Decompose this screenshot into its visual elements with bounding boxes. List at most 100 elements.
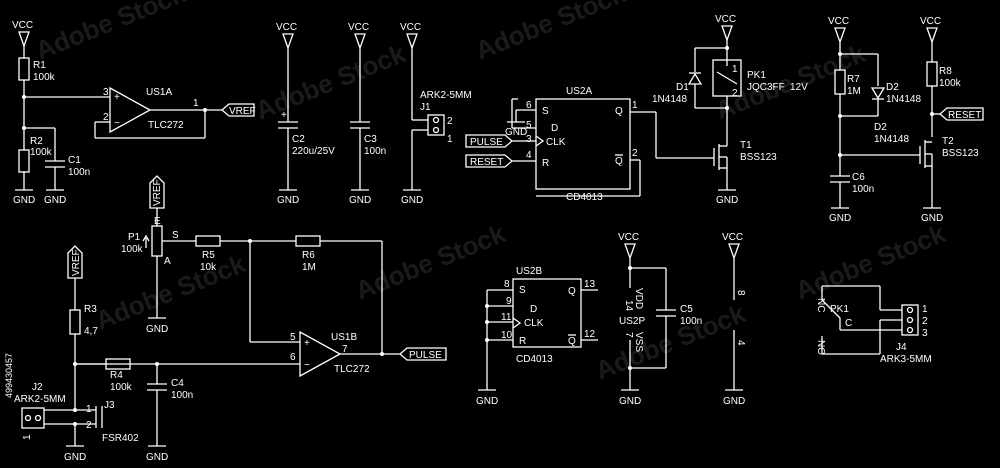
svg-text:1: 1 [447, 134, 453, 145]
svg-text:J2: J2 [32, 382, 43, 393]
svg-text:GND: GND [921, 213, 943, 224]
svg-text:+: + [304, 338, 310, 349]
svg-text:A: A [164, 256, 171, 267]
block-us1b: VREF E A P1 100k GND S R5 10k R6 1M + − … [75, 175, 447, 378]
r6-resistor [295, 235, 321, 247]
r8-resistor [926, 61, 938, 87]
block-power-caps: VCC + GND C2 220u/25V VCC GND C3 100n VC… [276, 22, 472, 206]
svg-text:9: 9 [506, 296, 512, 307]
svg-text:11: 11 [501, 312, 512, 323]
svg-text:GND: GND [146, 452, 168, 463]
stock-id: 499430457 [4, 353, 14, 398]
svg-text:TLC272: TLC272 [148, 120, 184, 131]
block-us2a: US2A CD4013 S D CLK R Q Q 6 5 3 4 1 2 GN… [465, 86, 714, 203]
svg-text:T1: T1 [740, 140, 752, 151]
svg-text:RESET: RESET [470, 157, 503, 168]
svg-text:NC: NC [815, 298, 826, 312]
svg-text:GND: GND [476, 396, 498, 407]
svg-text:R4: R4 [110, 370, 123, 381]
svg-text:BSS123: BSS123 [942, 148, 979, 159]
svg-text:1: 1 [193, 98, 199, 109]
svg-text:CD4013: CD4013 [566, 192, 603, 203]
svg-text:3: 3 [526, 134, 532, 145]
svg-text:GND: GND [44, 195, 66, 206]
svg-text:VCC: VCC [12, 20, 33, 31]
svg-text:E: E [154, 216, 161, 227]
svg-text:VCC: VCC [618, 232, 639, 243]
svg-text:VSS: VSS [633, 332, 644, 352]
svg-text:VCC: VCC [400, 22, 421, 33]
svg-text:1N4148: 1N4148 [874, 134, 909, 145]
svg-text:D1: D1 [676, 82, 689, 93]
svg-text:VCC: VCC [722, 232, 743, 243]
svg-text:2: 2 [632, 148, 638, 159]
svg-text:8: 8 [735, 290, 746, 296]
svg-text:R: R [519, 336, 526, 347]
block-us2p: VCC C5 100n 14 VDD US2P 7 VSS GND VCC 8 … [618, 232, 746, 407]
svg-text:T2: T2 [942, 136, 954, 147]
svg-text:RESET: RESET [948, 110, 981, 121]
svg-text:GND: GND [349, 195, 371, 206]
svg-text:−: − [114, 118, 120, 129]
svg-text:4,7: 4,7 [84, 326, 98, 337]
svg-text:ARK2-5MM: ARK2-5MM [420, 90, 472, 101]
r1-resistor [18, 57, 30, 81]
block-us1a: VCC R1 100k R2 100k GND GND C1 100n + − … [12, 20, 256, 206]
svg-text:6: 6 [526, 100, 532, 111]
svg-text:VCC: VCC [276, 22, 297, 33]
us1a-opamp [109, 86, 152, 134]
svg-text:100k: 100k [939, 78, 962, 89]
svg-text:PK1: PK1 [747, 70, 766, 81]
svg-text:GND: GND [401, 195, 423, 206]
svg-text:D: D [530, 304, 537, 315]
svg-text:CLK: CLK [524, 318, 544, 329]
us1b-opamp [299, 330, 342, 378]
svg-text:R7: R7 [847, 74, 860, 85]
svg-text:100n: 100n [680, 316, 702, 327]
svg-text:D: D [551, 123, 558, 134]
svg-text:D2: D2 [886, 82, 899, 93]
svg-text:VCC: VCC [348, 22, 369, 33]
svg-text:C3: C3 [364, 134, 377, 145]
svg-text:NO: NO [815, 340, 826, 355]
svg-text:Adobe Stock: Adobe Stock [471, 0, 630, 66]
svg-text:TLC272: TLC272 [334, 364, 370, 375]
j4-connector [901, 304, 919, 336]
svg-text:P1: P1 [128, 232, 141, 243]
svg-text:100n: 100n [68, 167, 90, 178]
svg-text:100n: 100n [852, 184, 874, 195]
svg-text:2: 2 [447, 116, 453, 127]
svg-text:Adobe Stock: Adobe Stock [791, 218, 950, 306]
svg-text:220u/25V: 220u/25V [292, 146, 335, 157]
svg-text:US1B: US1B [331, 332, 357, 343]
svg-text:100k: 100k [33, 72, 56, 83]
svg-text:PULSE: PULSE [470, 137, 503, 148]
svg-text:6: 6 [290, 352, 296, 363]
svg-text:ARK3-5MM: ARK3-5MM [880, 354, 932, 365]
svg-text:R8: R8 [939, 66, 952, 77]
svg-text:ARK2-5MM: ARK2-5MM [14, 394, 66, 405]
svg-text:S: S [542, 106, 549, 117]
svg-text:Q: Q [615, 106, 623, 117]
svg-text:VCC: VCC [828, 16, 849, 27]
svg-text:+: + [281, 110, 287, 121]
svg-text:2: 2 [103, 112, 109, 123]
svg-text:Q: Q [615, 156, 623, 167]
block-input: VREF R3 4,7 R4 100k GND C4 100n J2 ARK2-… [14, 245, 193, 463]
svg-text:+: + [114, 92, 120, 103]
svg-text:R6: R6 [302, 250, 315, 261]
r5-resistor [195, 235, 221, 247]
svg-text:CLK: CLK [546, 137, 566, 148]
svg-text:CD4013: CD4013 [516, 354, 553, 365]
svg-text:2: 2 [732, 88, 738, 99]
svg-text:100n: 100n [364, 146, 386, 157]
svg-text:JQC3FF: JQC3FF [747, 82, 785, 93]
svg-text:US2A: US2A [566, 86, 592, 97]
svg-text:GND: GND [277, 195, 299, 206]
svg-text:PULSE: PULSE [409, 350, 442, 361]
svg-text:3: 3 [103, 87, 109, 98]
svg-text:VCC: VCC [715, 14, 736, 25]
svg-text:R3: R3 [84, 304, 97, 315]
svg-text:C6: C6 [852, 172, 865, 183]
